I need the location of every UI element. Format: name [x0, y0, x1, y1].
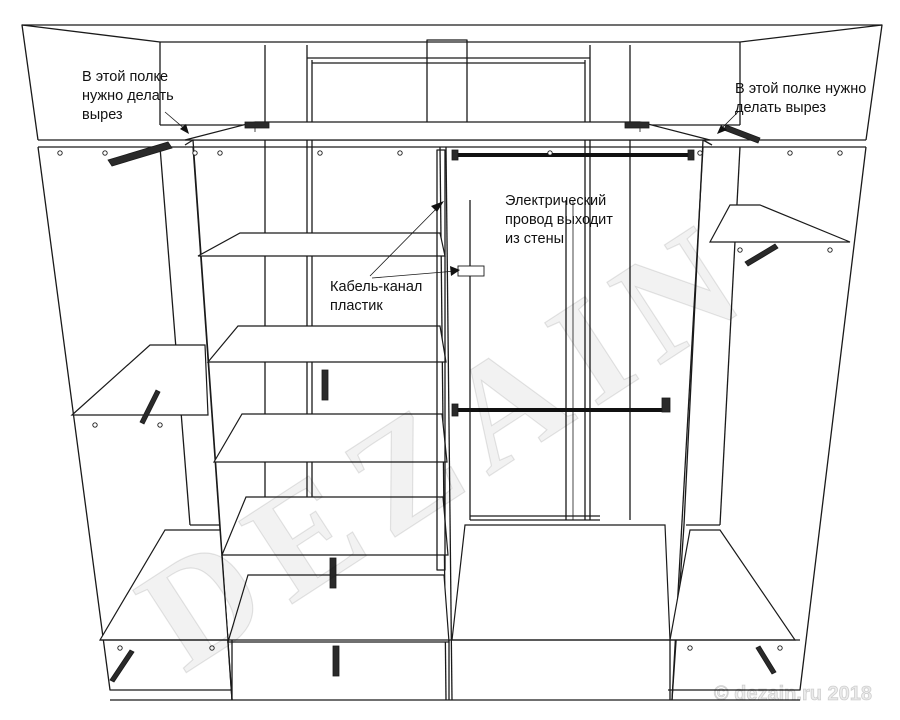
shelf-pins: [57, 150, 843, 651]
callout-electric-wire: Электрический провод выходит из стены: [505, 193, 613, 247]
shelf-cutout-right: [624, 121, 650, 129]
hanging-section: [451, 149, 695, 641]
tie-rail-left: [107, 141, 173, 167]
copyright-mark: © dezain.ru 2018: [713, 683, 872, 706]
callout-top-left-shelf: В этой полке нужно делать вырез: [82, 69, 174, 123]
callout-top-right-shelf: В этой полке нужно делать вырез: [735, 81, 867, 116]
middle-shelves: [197, 149, 450, 677]
base-plinth: [100, 639, 800, 701]
right-section: [669, 124, 851, 675]
mezzanine-shelf: [184, 121, 711, 141]
callout-cable-channel: Кабель-канал пластик: [330, 279, 423, 314]
leader-arrows: [164, 111, 739, 279]
shelf-cutout-left: [244, 121, 270, 129]
arrow-cable-channel: [369, 204, 441, 277]
wardrobe-carcass: [21, 24, 883, 691]
left-section: [70, 141, 229, 683]
arrow-cable-outlet: [371, 270, 457, 279]
wire-outlet: [457, 265, 485, 277]
